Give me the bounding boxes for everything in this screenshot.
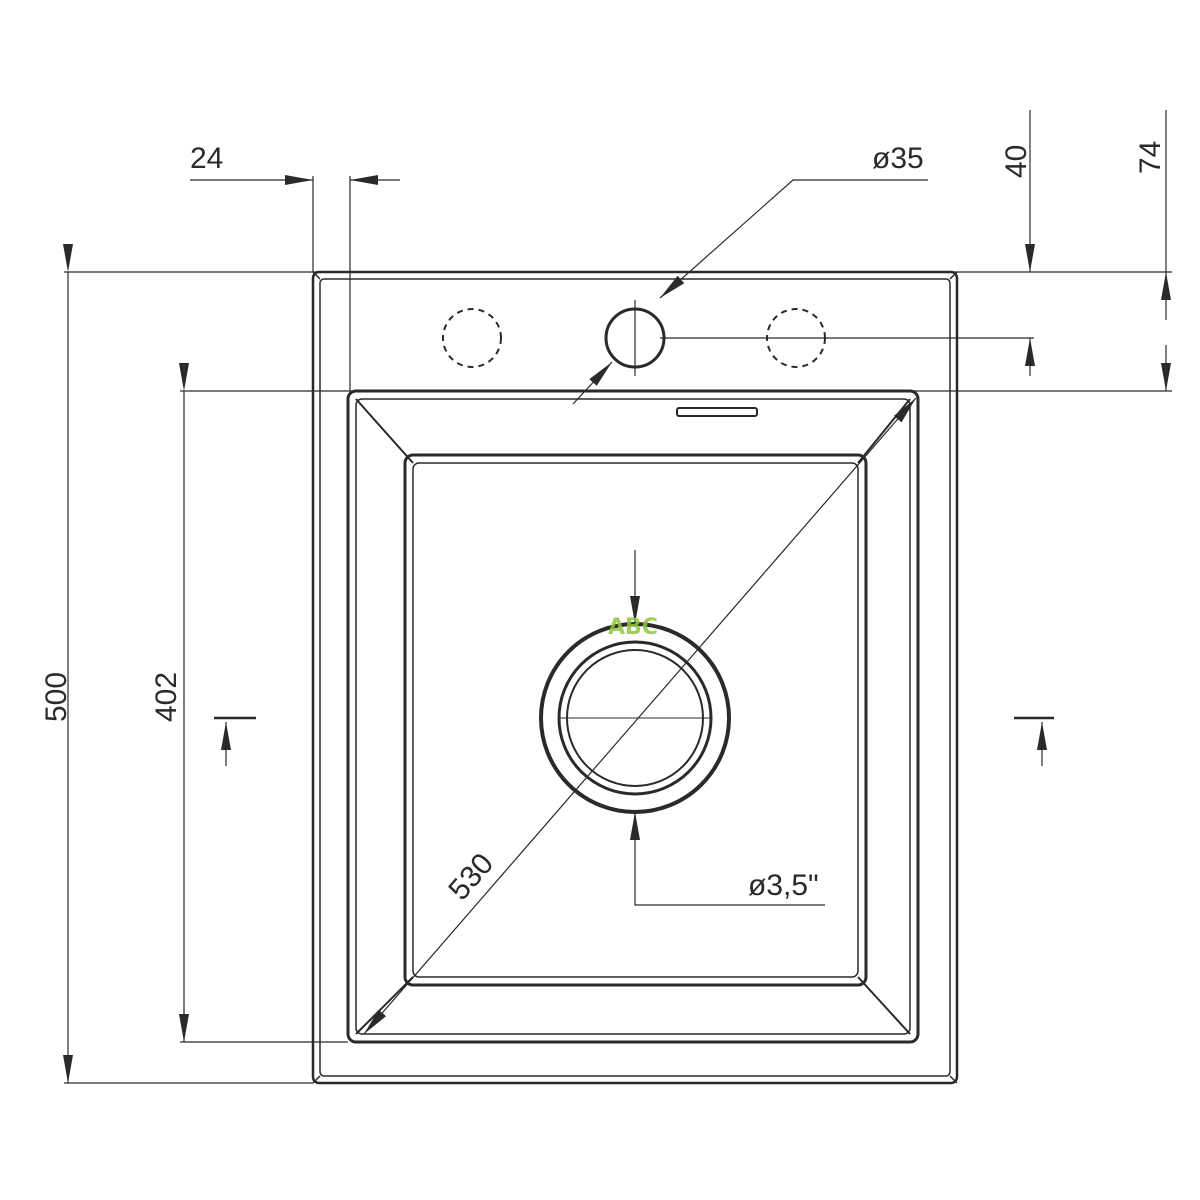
sink-outline [311,270,959,1085]
overflow-slot [676,407,758,417]
dim-label-402: 402 [150,672,183,722]
extension-lines [64,176,1172,1084]
dim-label-530: 530 [442,847,500,906]
bowl [346,389,920,1044]
drain [539,622,731,814]
dim-line-530 [639,397,917,717]
dim-label-24: 24 [190,142,223,175]
watermark: ABC [608,615,658,640]
dim-label-500: 500 [40,672,73,722]
dim-label-tap-hole: ø35 [872,142,924,175]
dim-label-74: 74 [1134,141,1167,174]
optional-tap-hole-left [442,308,502,368]
dim-label-drain: ø3,5" [748,869,819,902]
dim-label-40: 40 [1000,145,1033,178]
